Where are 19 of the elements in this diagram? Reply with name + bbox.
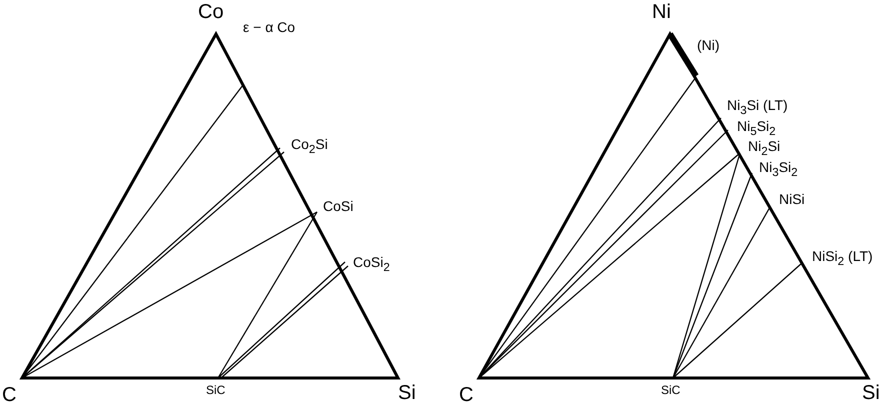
corner-element-label: Si (862, 383, 880, 403)
corner-element-label: Co (198, 2, 224, 22)
phase-label: Ni$_{5}$Si$_{2}$ (737, 119, 776, 138)
corner-element-label: C (459, 385, 474, 405)
phase-label: Ni$_{3}$Si$_{2}$ (759, 160, 798, 178)
phase-label: NiSi (779, 192, 805, 206)
corner-element-label: C (2, 385, 16, 405)
phase-label: ε − α Co (243, 20, 296, 34)
corner-element-label: Ni (652, 2, 671, 22)
phase-label: Ni$_{2}$Si (748, 139, 780, 158)
phase-label: CoSi$_{2}$ (353, 255, 390, 274)
phase-label: Co$_{2}$Si (291, 137, 328, 156)
phase-label: (Ni) (697, 38, 720, 52)
phase-label: CoSi (323, 199, 354, 213)
phase-label: Ni$_{3}$Si (LT) (727, 98, 788, 116)
phase-label: SiC (206, 384, 226, 396)
phase-label: NiSi$_{2}$ (LT) (812, 249, 873, 268)
corner-element-label: Si (398, 383, 416, 403)
phase-label: SiC (661, 384, 680, 396)
